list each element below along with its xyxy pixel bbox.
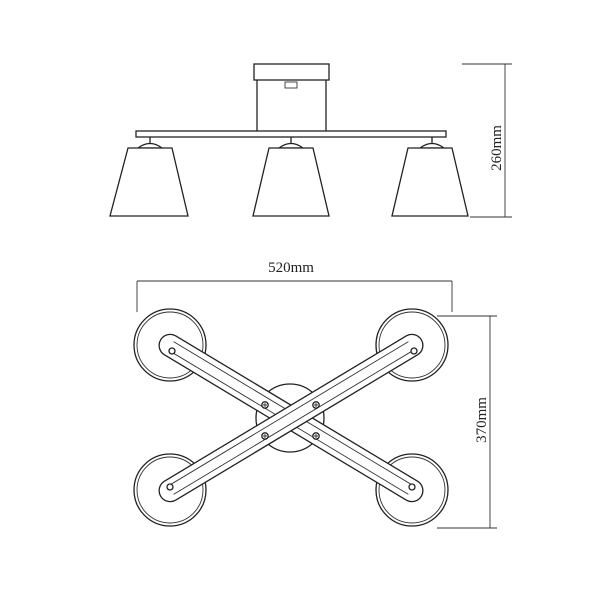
- shade-right: [391, 137, 469, 217]
- width-label: 520mm: [268, 260, 314, 276]
- height-label: 260mm: [489, 125, 505, 171]
- depth-label: 370mm: [474, 397, 490, 443]
- shade-middle: [252, 137, 330, 217]
- arm-end-screws: [166, 347, 418, 491]
- top-view: 520mm 370mm: [133, 260, 497, 529]
- ceiling-box: [253, 63, 330, 81]
- connector-box: [284, 81, 298, 89]
- arm-diagonal-b: [158, 333, 424, 503]
- depth-dimension: [437, 315, 497, 529]
- horizontal-bar: [135, 130, 447, 138]
- side-view: 260mm: [109, 63, 512, 218]
- center-screws: [261, 401, 320, 440]
- width-dimension: [136, 280, 453, 312]
- height-dimension: [462, 63, 512, 218]
- shade-left: [109, 137, 189, 217]
